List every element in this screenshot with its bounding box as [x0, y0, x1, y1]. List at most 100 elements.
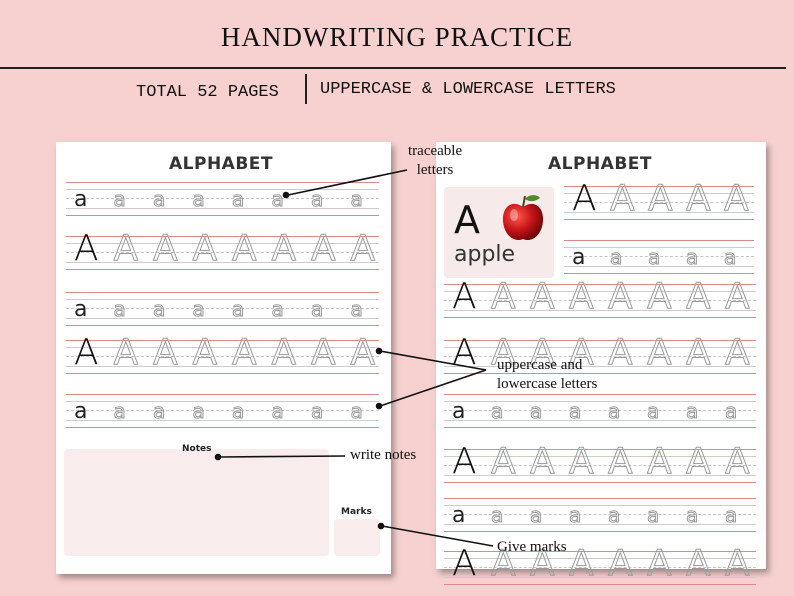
guide-line-bottom — [66, 269, 379, 270]
guide-line-mid — [66, 308, 379, 309]
traceable-letter: a — [568, 399, 582, 423]
guide-line-mid — [564, 256, 754, 257]
model-letter: a — [452, 503, 466, 528]
traceable-letter: a — [490, 399, 504, 423]
traceable-letter: a — [646, 503, 660, 527]
traceable-letter: a — [113, 399, 126, 423]
guide-line-top — [66, 394, 379, 395]
traceable-letter: A — [192, 228, 218, 269]
model-letter: A — [572, 178, 597, 219]
guide-line-top — [564, 240, 754, 241]
model-letter: a — [74, 187, 88, 212]
traceable-letter: A — [113, 332, 139, 373]
model-letter: a — [452, 399, 466, 424]
guide-line-bottom — [444, 427, 756, 428]
annotation-notes: write notes — [350, 447, 417, 463]
traceable-letter: A — [725, 441, 751, 482]
model-letter: a — [74, 399, 88, 424]
traceable-letter: a — [310, 399, 324, 423]
traceable-letter: A — [271, 332, 297, 373]
subtitle-divider — [305, 74, 307, 104]
traceable-letter: A — [647, 543, 673, 584]
guide-line-upper — [444, 291, 756, 292]
guide-line-top — [66, 340, 379, 341]
traceable-letter: A — [648, 178, 674, 219]
traceable-letter: A — [608, 332, 634, 373]
guide-line-mid — [444, 356, 756, 357]
guide-line-top — [444, 551, 756, 552]
traceable-letter: A — [530, 441, 556, 482]
guide-line-base — [444, 420, 756, 421]
traceable-letter: A — [686, 441, 712, 482]
guide-line-mid — [444, 410, 756, 411]
traceable-letter: a — [113, 187, 126, 211]
guide-line-bottom — [444, 317, 756, 318]
traceable-letter: a — [685, 503, 699, 527]
right-sheet-title: ALPHABET — [548, 154, 652, 174]
guide-line-upper — [444, 505, 756, 506]
guide-line-top — [444, 284, 756, 285]
guide-line-base — [564, 212, 754, 213]
traceable-letter: a — [609, 245, 623, 269]
traceable-letter: a — [152, 187, 166, 211]
traceable-letter: a — [647, 245, 661, 269]
guide-line-bottom — [66, 325, 379, 326]
title-rule — [0, 67, 786, 69]
guide-line-bottom — [444, 584, 756, 585]
guide-line-bottom — [444, 531, 756, 532]
traceable-letter: a — [723, 245, 737, 269]
traceable-letter: A — [192, 332, 218, 373]
traceable-letter: A — [153, 228, 179, 269]
traceable-letter: A — [153, 332, 179, 373]
traceable-letter: A — [530, 543, 556, 584]
traceable-letter: A — [608, 276, 634, 317]
traceable-letter: A — [610, 178, 636, 219]
model-letter: A — [74, 332, 99, 373]
traceable-letter: a — [490, 503, 504, 527]
traceable-letter: A — [686, 276, 712, 317]
guide-line-mid — [66, 198, 379, 199]
traceable-letter: A — [491, 332, 517, 373]
guide-line-bottom — [444, 373, 756, 374]
guide-line-base — [444, 366, 756, 367]
traceable-letter: A — [725, 543, 751, 584]
traceable-letter: a — [350, 399, 363, 423]
traceable-letter: A — [647, 276, 673, 317]
traceable-letter: a — [350, 297, 363, 321]
traceable-letter: a — [310, 297, 324, 321]
traceable-letter: A — [232, 228, 258, 269]
traceable-letter: a — [529, 399, 543, 423]
guide-line-base — [444, 475, 756, 476]
annotation-traceable: traceable letters — [408, 143, 463, 178]
pages-count: TOTAL 52 PAGES — [136, 83, 279, 102]
notes-box[interactable] — [64, 449, 329, 556]
traceable-letter: A — [686, 543, 712, 584]
traceable-letter: a — [685, 399, 699, 423]
guide-line-upper — [444, 347, 756, 348]
guide-line-base — [564, 266, 754, 267]
guide-line-mid — [66, 356, 379, 357]
notes-label: Notes — [182, 444, 212, 454]
guide-line-mid — [444, 567, 756, 568]
traceable-letter: A — [491, 441, 517, 482]
traceable-letter: A — [491, 276, 517, 317]
model-letter: a — [74, 297, 88, 322]
guide-line-base — [444, 524, 756, 525]
model-letter: A — [452, 332, 477, 373]
guide-line-top — [66, 182, 379, 183]
traceable-letter: A — [113, 228, 139, 269]
traceable-letter: a — [271, 399, 284, 423]
traceable-letter: A — [647, 332, 673, 373]
guide-line-upper — [66, 347, 379, 348]
traceable-letter: a — [607, 399, 621, 423]
traceable-letter: A — [530, 332, 556, 373]
marks-box[interactable] — [334, 519, 380, 556]
traceable-letter: a — [231, 187, 245, 211]
guide-line-mid — [66, 252, 379, 253]
traceable-letter: a — [724, 503, 738, 527]
annotation-marks: Give marks — [497, 539, 567, 555]
model-letter: A — [452, 276, 477, 317]
annotation-cases: uppercase and lowercase letters — [497, 357, 598, 392]
guide-line-mid — [444, 514, 756, 515]
traceable-letter: a — [529, 503, 543, 527]
